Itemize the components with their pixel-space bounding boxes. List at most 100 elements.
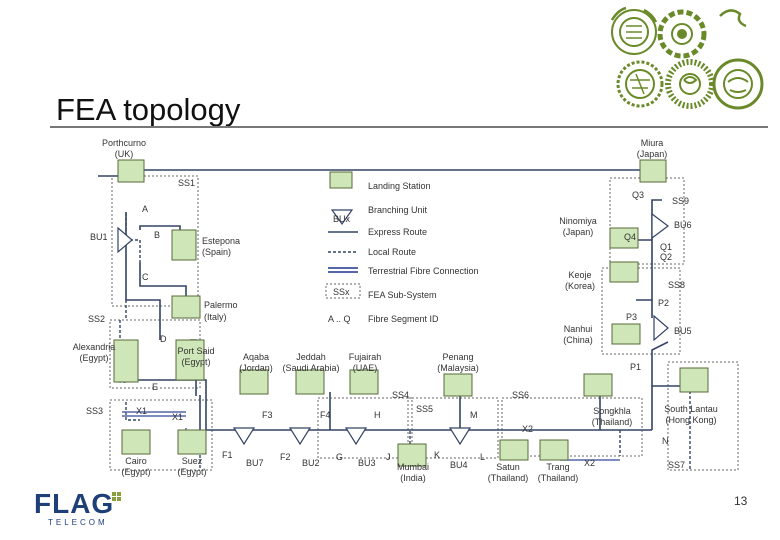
flag-logo-dots-icon [112, 492, 121, 501]
bu2-triangle [288, 427, 312, 446]
miura-station [639, 159, 667, 183]
title-divider [50, 126, 768, 128]
fujairah-country: (UAE) [352, 363, 378, 373]
segment-f3-label: F3 [262, 410, 273, 420]
segment-a-label: A [142, 204, 149, 214]
segment-q4-label: Q4 [624, 232, 637, 242]
nanhui-station [611, 323, 641, 345]
segment-l-label: L [480, 452, 486, 462]
segment-b-label: B [154, 230, 161, 240]
legend-branching-unit: Branching Unit [368, 205, 428, 215]
segment-h-label: H [374, 410, 381, 420]
legend-ssx: SSx [333, 287, 350, 297]
segment-n-label: N [662, 436, 669, 446]
bu6-label: BU6 [674, 220, 692, 230]
bu1-triangle [117, 226, 133, 254]
palermo-label: Palermo [204, 300, 238, 310]
ss8-box [601, 267, 681, 355]
segment-e-label: E [152, 382, 159, 392]
emblem-group [610, 6, 764, 110]
ss9-box [609, 177, 685, 265]
penang-label: Penang [442, 352, 474, 362]
mumbai-country: (India) [400, 473, 426, 483]
aqaba-country: (Jordan) [239, 363, 273, 373]
ninomiya-country: (Japan) [562, 227, 594, 237]
estepona-station [171, 229, 197, 261]
legend-segment-symbol: A .. Q [328, 314, 351, 324]
segment-f1-label: F1 [222, 450, 233, 460]
suez-label: Suez [181, 456, 203, 466]
cairo-station [121, 429, 151, 455]
x1-left-label: X1 [136, 406, 148, 416]
palermo-station [171, 295, 201, 319]
bu7-label: BU7 [246, 458, 264, 468]
ss2-label: SS2 [88, 314, 106, 324]
songkhla-country: (Thailand) [591, 417, 633, 427]
segment-q3-label: Q3 [632, 190, 645, 200]
penang-station [443, 373, 473, 397]
estepona-label: Estepona [202, 236, 241, 246]
page-number: 13 [734, 494, 748, 508]
segment-q1-label: Q1 [660, 242, 673, 252]
segment-k-label: K [434, 450, 441, 460]
legend-sub-system: FEA Sub-System [368, 290, 437, 300]
ss5-label: SS5 [416, 404, 434, 414]
arabic-seal-icon-2 [657, 9, 707, 59]
landing-stations [113, 159, 709, 467]
fujairah-label: Fujairah [348, 352, 382, 362]
segment-f4-label: F4 [320, 410, 331, 420]
alexandria-country: (Egypt) [79, 353, 109, 363]
trang-label: Trang [546, 462, 570, 472]
keoje-label: Keoje [568, 270, 592, 280]
ss4-box [317, 397, 413, 459]
logo-main-text: FLAG [34, 488, 115, 519]
bu5-triangle [653, 314, 669, 342]
ss8-label: SS8 [668, 280, 686, 290]
ss4-label: SS4 [392, 390, 410, 400]
aqaba-label: Aqaba [242, 352, 270, 362]
jeddah-label: Jeddah [296, 352, 326, 362]
segment-c-label: C [142, 272, 149, 282]
songkhla-label: Songkhla [593, 406, 631, 416]
segment-d-label: D [160, 334, 167, 344]
keoje-country: (Korea) [564, 281, 595, 291]
arabic-seal-icon-3 [616, 9, 764, 110]
port-said-station [175, 339, 205, 381]
satun-station [499, 439, 529, 461]
bu6-triangle [651, 212, 669, 240]
legend-segment-id: Fibre Segment ID [368, 314, 439, 324]
jeddah-station [295, 369, 325, 395]
port-said-country: (Egypt) [181, 357, 211, 367]
porthcurno-label: Porthcurno [101, 138, 147, 148]
songkhla-station [583, 373, 613, 397]
satun-label: Satun [496, 462, 520, 472]
estepona-country: (Spain) [202, 247, 232, 257]
fujairah-station [349, 369, 379, 395]
bu7-triangle [232, 427, 256, 446]
legend-station [329, 171, 353, 189]
porthcurno-station [117, 159, 145, 183]
segment-p2-label: P2 [658, 298, 670, 308]
ss5-box [407, 397, 499, 459]
ss3-box [109, 399, 213, 471]
segment-p3-label: P3 [626, 312, 638, 322]
legend-landing-station: Landing Station [368, 181, 431, 191]
ss7-box [667, 361, 739, 471]
bu3-triangle [344, 427, 368, 446]
nanhui-country: (China) [563, 335, 593, 345]
ss3-label: SS3 [86, 406, 104, 416]
suez-station [177, 429, 207, 455]
ss9-label: SS9 [672, 196, 690, 206]
legend-bux: BUx [333, 214, 351, 224]
cairo-label: Cairo [125, 456, 147, 466]
bu2-label: BU2 [302, 458, 320, 468]
x2-right-label: X2 [584, 458, 596, 468]
cairo-country: (Egypt) [121, 467, 151, 477]
aqaba-station [239, 369, 269, 395]
trang-country: (Thailand) [537, 473, 579, 483]
suez-country: (Egypt) [177, 467, 207, 477]
legend-lines [325, 231, 361, 299]
arabic-seal-icon-1 [610, 6, 658, 55]
ss7-label: SS7 [668, 460, 686, 470]
segment-q2-label: Q2 [660, 252, 673, 262]
